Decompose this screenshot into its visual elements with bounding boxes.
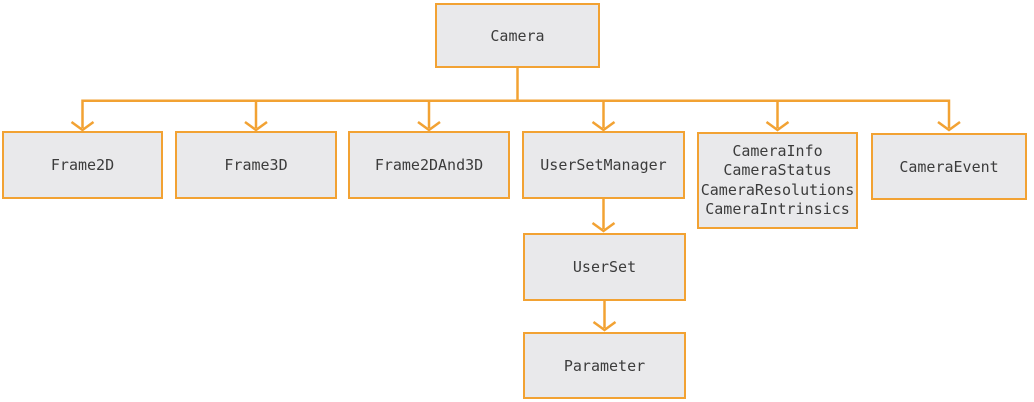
node-userset: UserSet xyxy=(523,233,686,301)
node-label: Camera xyxy=(490,26,545,45)
node-label: CameraEvent xyxy=(899,157,999,176)
node-usersetmanager: UserSetManager xyxy=(522,131,685,199)
node-cameraevent: CameraEvent xyxy=(871,133,1027,200)
node-label: UserSet xyxy=(572,258,637,276)
arrow-down-icon xyxy=(591,221,616,233)
node-frame3d: Frame3D xyxy=(175,131,337,199)
node-frame2d: Frame2D xyxy=(2,131,163,199)
node-label: Frame2D xyxy=(50,156,115,174)
node-parameter: Parameter xyxy=(523,332,686,399)
node-label-line: CameraStatus xyxy=(723,161,832,179)
connector-line xyxy=(81,99,951,128)
arrow-down-icon xyxy=(244,120,268,132)
node-camera: Camera xyxy=(435,3,600,68)
node-label: Parameter xyxy=(563,356,646,375)
arrow-down-icon xyxy=(417,120,441,132)
node-label-line: CameraResolutions xyxy=(700,180,855,199)
node-camerainfo-group: CameraInfo CameraStatus CameraResolution… xyxy=(697,132,858,229)
arrow-down-icon xyxy=(765,120,790,132)
arrow-down-icon xyxy=(591,120,616,132)
node-label-line: CameraInfo xyxy=(732,141,823,160)
node-label: UserSetManager xyxy=(540,156,667,174)
node-frame2dand3d: Frame2DAnd3D xyxy=(348,131,510,199)
arrow-down-icon xyxy=(592,320,617,332)
arrow-down-icon xyxy=(70,120,95,132)
node-label: Frame3D xyxy=(224,156,288,174)
node-label-line: CameraIntrinsics xyxy=(705,200,850,218)
tree-connectors xyxy=(70,67,961,332)
arrow-down-icon xyxy=(937,120,961,132)
node-label: Frame2DAnd3D xyxy=(374,156,484,174)
